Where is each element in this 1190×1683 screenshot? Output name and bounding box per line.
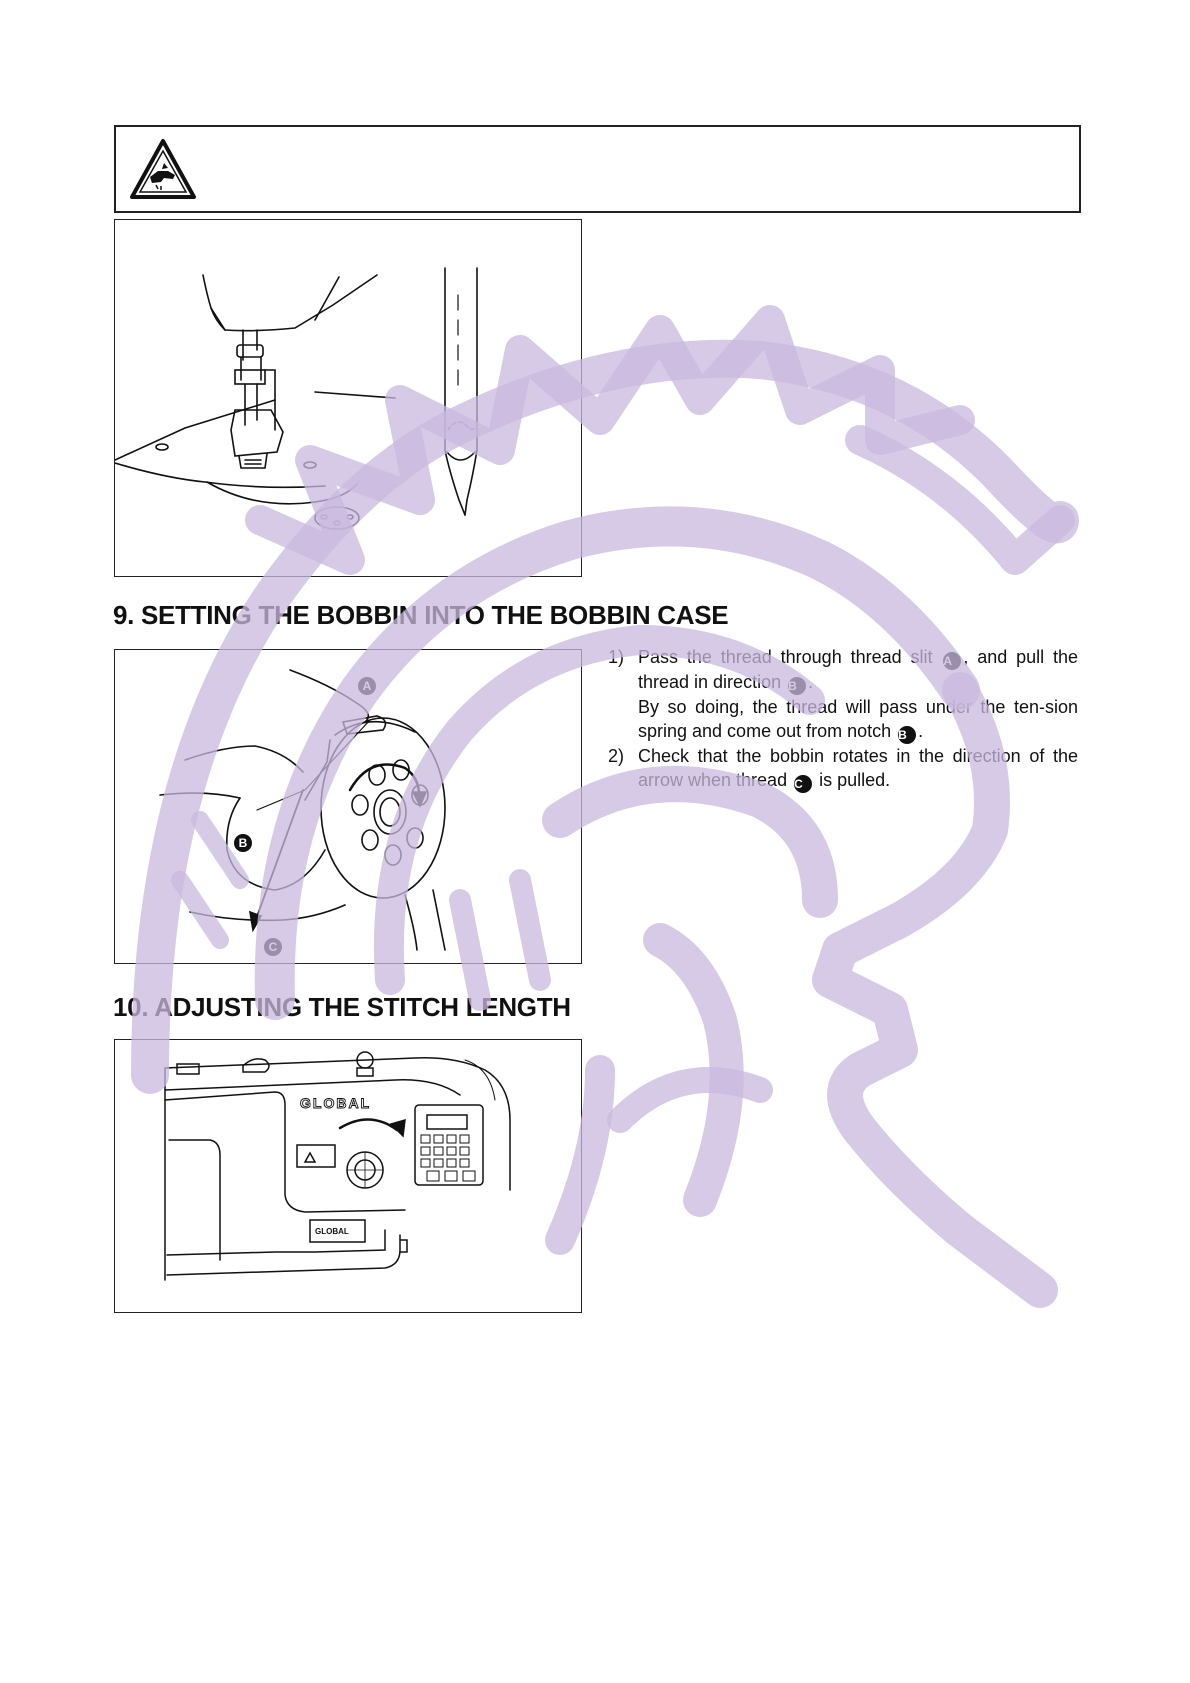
step-text: Pass the thread through thread slit xyxy=(638,647,933,667)
section-9-title: 9. SETTING THE BOBBIN INTO THE BOBBIN CA… xyxy=(113,600,729,630)
callout-badge-b: B xyxy=(788,677,807,695)
step-text: By so doing, the thread will pass under … xyxy=(638,697,1078,741)
step-1: 1) Pass the thread through thread slit A… xyxy=(606,645,1078,744)
label-a: A xyxy=(363,679,372,693)
stitch-length-figure: GLOBAL GLOBAL xyxy=(114,1039,582,1313)
section-9-steps: 1) Pass the thread through thread slit A… xyxy=(606,645,1078,793)
step-number: 1) xyxy=(608,647,625,667)
section-10-title: 10. ADJUSTING THE STITCH LENGTH xyxy=(113,992,571,1022)
step-number: 2) xyxy=(608,746,625,766)
step-text: . xyxy=(808,672,814,692)
bobbin-case-figure: A B C xyxy=(114,649,582,964)
callout-badge-a: A xyxy=(943,652,962,670)
step-text: . xyxy=(918,721,924,741)
caution-hand-icon xyxy=(128,137,198,201)
plate-label: GLOBAL xyxy=(315,1227,349,1236)
label-b: B xyxy=(239,836,248,850)
brand-label: GLOBAL xyxy=(300,1095,371,1111)
step-2: 2) Check that the bobbin rotates in the … xyxy=(606,744,1078,793)
caution-box xyxy=(114,125,1081,213)
callout-badge-b: B xyxy=(898,726,917,744)
needle-figure xyxy=(114,219,582,577)
callout-badge-c: C xyxy=(794,775,813,793)
step-text: is pulled. xyxy=(819,770,891,790)
label-c: C xyxy=(269,940,278,954)
